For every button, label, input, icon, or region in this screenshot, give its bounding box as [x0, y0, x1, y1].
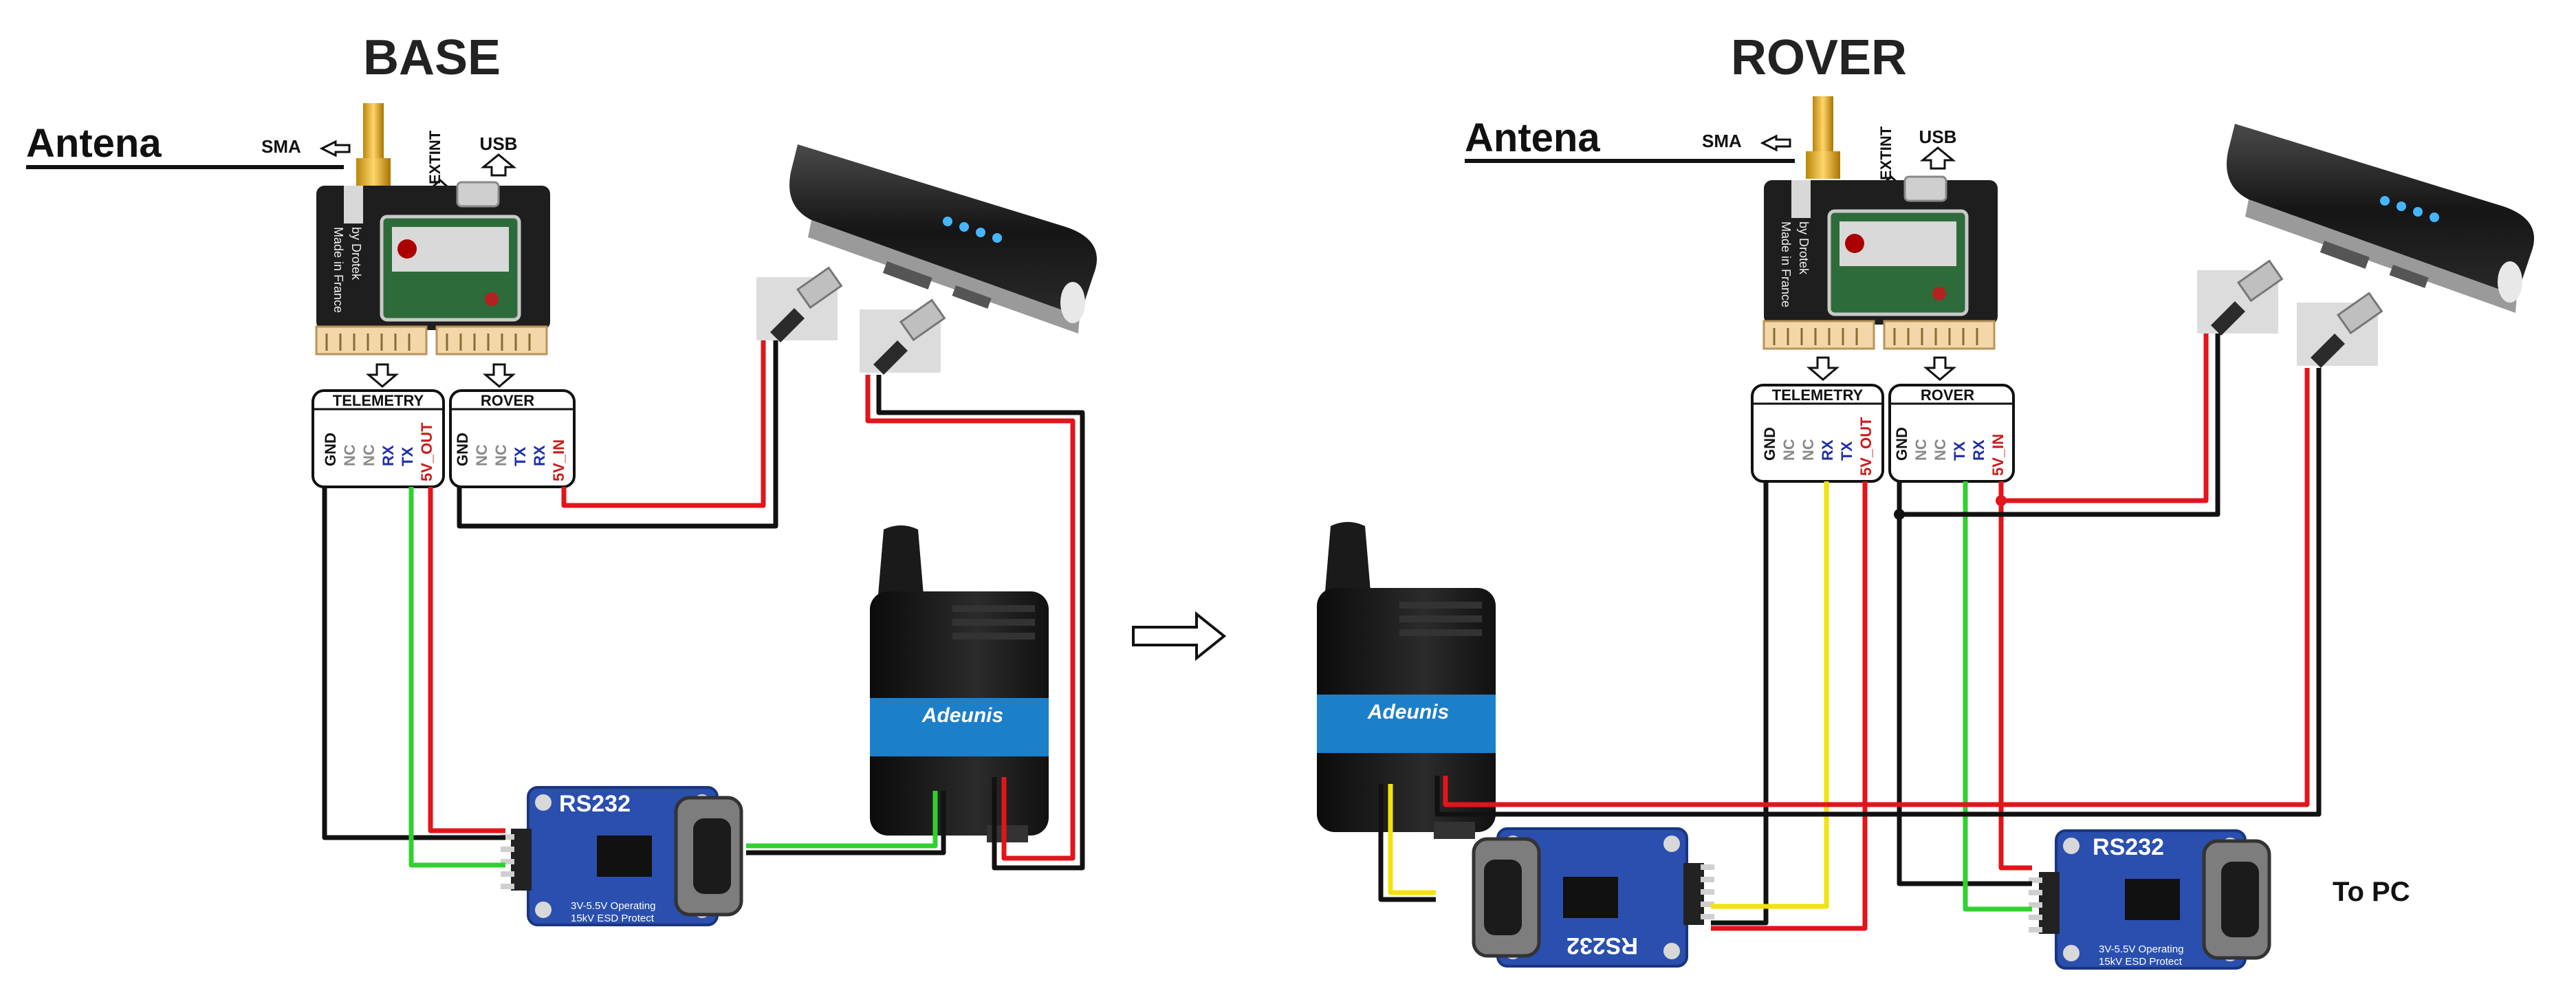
base-radio-brand: Adeunis: [921, 704, 1003, 727]
pin-5v-in: 5V_IN: [1989, 434, 2007, 476]
rover-wire-rx: [1711, 481, 1829, 909]
pin-nc: NC: [1932, 439, 1949, 461]
rover-rs232-note-2: 15kV ESD Protect: [2099, 956, 2183, 968]
rover-maker-text: by Drotek: [1797, 221, 1811, 275]
base-rover-title: ROVER: [481, 392, 534, 409]
rover-wire-gnd: [1711, 481, 1769, 926]
base-wiring: [322, 340, 1085, 871]
pin-rx: RX: [531, 445, 548, 466]
rover-extint-label: EXTINT: [1877, 126, 1895, 180]
base-rs232-note-1: 3V-5.5V Operating: [571, 900, 655, 912]
rover-telemetry-pins: GND NC NC RX TX 5V_OUT: [1761, 417, 1875, 476]
rover-telemetry-box: [1751, 384, 1884, 483]
base-rover-box: [449, 389, 576, 488]
pin-nc: NC: [492, 444, 510, 466]
rover-board-text: Made in France: [1779, 221, 1793, 307]
base-wire-radio-gnd: [876, 375, 1085, 871]
base-sma-connector: [363, 103, 384, 158]
base-telemetry-title: TELEMETRY: [333, 392, 424, 409]
base-wire-5v: [428, 487, 505, 833]
rover-sma-connector: [1813, 96, 1833, 151]
rover-rs232-left-label: RS232: [1567, 932, 1638, 959]
base-rs232-label: RS232: [559, 791, 631, 817]
rover-radio-modem: [1317, 522, 1496, 839]
pin-tx: TX: [1951, 441, 1968, 461]
rover-wire-5v-in: [1998, 481, 2032, 871]
base-rs232-note-2: 15kV ESD Protect: [571, 913, 655, 924]
rover-sma-arrow: [1760, 134, 1791, 152]
base-extint-label: EXTINT: [426, 130, 444, 184]
pin-tx: TX: [1838, 441, 1855, 461]
pin-gnd: GND: [454, 433, 471, 466]
base-wire-tx: [408, 487, 505, 868]
pin-5v-in: 5V_IN: [550, 439, 567, 481]
pin-5v-out: 5V_OUT: [1857, 417, 1875, 476]
base-rover-pins: GND NC NC TX RX 5V_IN: [454, 433, 567, 481]
rover-wire-radio-gnd: [1434, 368, 2322, 817]
base-wire-5v-in: [561, 340, 766, 508]
pin-nc: NC: [341, 444, 358, 466]
rover-wire-gnd-in: [1897, 481, 2032, 886]
flow-arrow: [1132, 611, 1227, 662]
pin-tx: TX: [399, 447, 416, 466]
to-pc-label: To PC: [2333, 877, 2410, 907]
pin-gnd: GND: [1761, 427, 1778, 461]
base-usb-plug-2: [858, 298, 946, 376]
base-wire-gnd-in: [457, 340, 778, 529]
base-wire-radio-power: [865, 375, 1076, 861]
base-radio-modem: [870, 525, 1049, 842]
pin-5v-out: 5V_OUT: [418, 422, 435, 481]
rover-rover-pins: GND NC NC TX RX 5V_IN: [1893, 427, 2007, 476]
base-maker-text: by Drotek: [349, 227, 363, 281]
rover-wire-5v: [1711, 481, 1868, 931]
pin-nc: NC: [1800, 439, 1817, 461]
rover-telemetry-title: TELEMETRY: [1772, 386, 1864, 404]
pin-gnd: GND: [322, 433, 339, 466]
rover-rover-title: ROVER: [1921, 386, 1974, 404]
base-wire-radio-data: [746, 791, 938, 849]
pin-rx: RX: [1819, 439, 1836, 461]
rover-usb-plug-2: [2295, 292, 2383, 369]
pin-nc: NC: [473, 444, 490, 466]
pin-rx: RX: [1970, 439, 1987, 461]
rover-wire-radio-power: [1443, 368, 2310, 807]
rover-usb-label: USB: [1919, 127, 1957, 147]
rover-junction-5v: [1996, 495, 2007, 506]
base-telemetry-pins: GND NC NC RX TX 5V_OUT: [322, 422, 435, 481]
pin-rx: RX: [380, 445, 397, 466]
rover-title: ROVER: [1731, 30, 1907, 85]
base-wire-gnd: [322, 487, 505, 840]
rover-usb-plug-1: [2196, 259, 2283, 337]
base-sma-label: SMA: [261, 136, 301, 157]
pin-tx: TX: [512, 447, 529, 466]
rover-wire-tx-in: [1963, 481, 2032, 912]
base-usb-label: USB: [480, 133, 518, 154]
base-sma-arrow: [319, 140, 351, 157]
base-title: BASE: [363, 30, 501, 85]
base-antenna-label: Antena: [26, 121, 162, 166]
pin-gnd: GND: [1893, 427, 1910, 461]
pin-nc: NC: [1780, 439, 1798, 461]
rover-radio-brand: Adeunis: [1367, 701, 1449, 723]
rover-rs232-note-1: 3V-5.5V Operating: [2099, 943, 2183, 955]
rover-antenna-label: Antena: [1465, 116, 1600, 160]
base-telemetry-box: [312, 389, 445, 488]
base-usb-plug-1: [755, 266, 842, 344]
pin-nc: NC: [360, 444, 378, 466]
rover-sma-label: SMA: [1702, 131, 1742, 151]
rover-rover-box: [1888, 384, 2015, 483]
rover-wiring: [1378, 334, 2322, 931]
rover-rs232-right-label: RS232: [2093, 834, 2164, 860]
rover-junction-gnd: [1894, 509, 1905, 520]
pin-nc: NC: [1912, 439, 1930, 461]
base-board-text: Made in France: [331, 227, 345, 313]
